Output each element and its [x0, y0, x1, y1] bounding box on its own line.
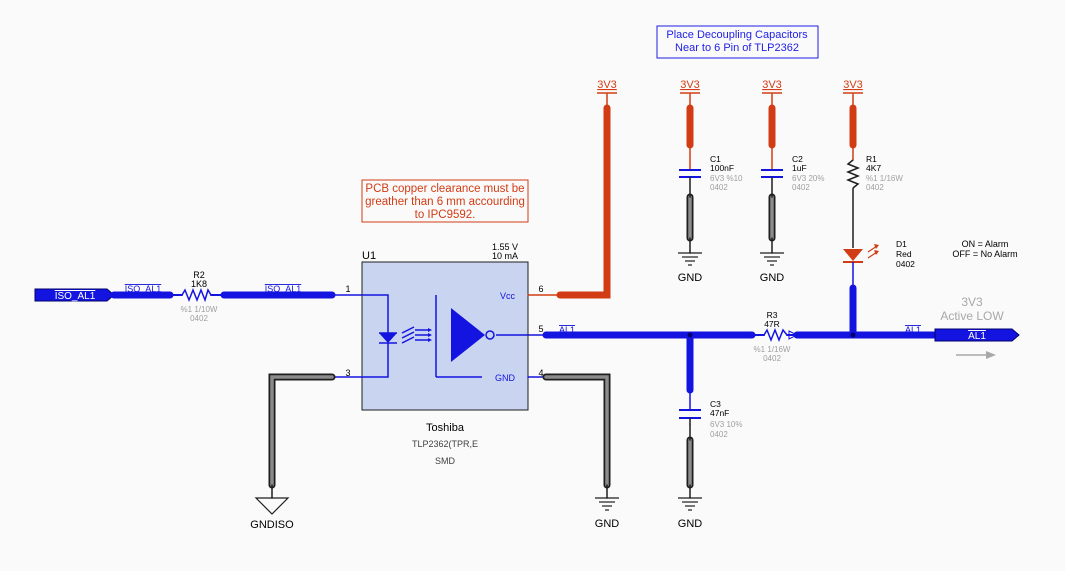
- c2-ref: C2: [792, 154, 803, 164]
- port-iso-al1[interactable]: ISO_AL1: [34, 288, 115, 302]
- active-low-voltage: 3V3: [961, 295, 983, 309]
- c2-value: 1uF: [792, 163, 807, 173]
- gnd-label-c2: GND: [760, 272, 785, 284]
- c3-value: 47nF: [710, 408, 729, 418]
- power-symbols: 3V3 3V3 3V3 3V3: [597, 79, 863, 94]
- u1-pin4-number: 4: [538, 368, 543, 378]
- alarm-legend-on: ON = Alarm: [962, 239, 1009, 249]
- clearance-note: PCB copper clearance must be greather th…: [361, 179, 529, 223]
- u1-designator: U1: [362, 250, 376, 262]
- gnd-label-u1: GND: [595, 518, 620, 530]
- net-label-iso-al1-left: ISO_AL1: [125, 284, 162, 294]
- power-3v3-r1: 3V3: [843, 79, 863, 91]
- clearance-note-line3: to IPC9592.: [415, 209, 476, 221]
- gnd-label-c1: GND: [678, 272, 703, 284]
- port-al1-label: AL1: [968, 331, 986, 342]
- junction-d1: [850, 332, 856, 338]
- power-3v3-c1: 3V3: [680, 79, 700, 91]
- r3-package: 0402: [763, 354, 781, 363]
- ground-nets: [268, 179, 776, 499]
- gnd-symbol-c1: [678, 252, 702, 266]
- u1-vcc-label: Vcc: [500, 291, 516, 301]
- power-3v3-u1: 3V3: [597, 79, 617, 91]
- u1-pin6-number: 6: [538, 284, 543, 294]
- blue-nets: [110, 284, 939, 411]
- net-label-al1-left: AL1: [559, 325, 575, 335]
- c1-rating: 6V3 %10: [710, 174, 743, 183]
- r2-ref: R2: [193, 270, 205, 280]
- power-nets: [527, 93, 857, 299]
- u1-pin3-number: 3: [345, 368, 350, 378]
- resistor-r3[interactable]: R3 47R %1 1/16W 0402: [754, 310, 791, 363]
- r1-ref: R1: [866, 154, 877, 164]
- decoupling-note-line1: Place Decoupling Capacitors: [666, 29, 808, 41]
- port-iso-al1-label: ISO_AL1: [55, 291, 96, 302]
- ic-u1[interactable]: U1 1.55 V 10 mA Toshiba TLP2362(TPR,E SM…: [345, 242, 543, 466]
- gnd-symbol-u1: [595, 497, 619, 511]
- led-d1[interactable]: D1 Red 0402: [843, 239, 915, 288]
- r3-value: 47R: [764, 319, 780, 329]
- alarm-legend-off: OFF = No Alarm: [952, 249, 1017, 259]
- u1-part-number: TLP2362(TPR,E: [412, 439, 478, 449]
- d1-package: 0402: [896, 259, 915, 269]
- gndiso-label: GNDISO: [250, 519, 294, 531]
- c1-value: 100nF: [710, 163, 734, 173]
- clearance-note-line1: PCB copper clearance must be: [365, 183, 524, 195]
- c3-rating: 6V3 10%: [710, 420, 742, 429]
- c1-ref: C1: [710, 154, 721, 164]
- u1-voltage: 1.55 V: [492, 242, 518, 252]
- r2-value: 1K8: [191, 279, 207, 289]
- d1-color: Red: [896, 249, 912, 259]
- resistor-r2[interactable]: R2 1K8 %1 1/10W 0402: [181, 270, 218, 323]
- gnd-symbol-c2: [760, 252, 784, 266]
- c3-ref: C3: [710, 399, 721, 409]
- r1-tolerance: %1 1/16W: [866, 174, 903, 183]
- r2-package: 0402: [190, 314, 208, 323]
- decoupling-note: Place Decoupling Capacitors Near to 6 Pi…: [656, 25, 819, 59]
- power-3v3-c2: 3V3: [762, 79, 782, 91]
- u1-pin5-number: 5: [538, 324, 543, 334]
- r3-arrow-icon: [788, 330, 799, 340]
- u1-gnd-label: GND: [495, 373, 516, 383]
- d1-ref: D1: [896, 239, 907, 249]
- gnd-label-c3: GND: [678, 518, 703, 530]
- r3-ref: R3: [767, 310, 778, 320]
- c1-package: 0402: [710, 183, 728, 192]
- active-low-label: Active LOW: [940, 309, 1004, 323]
- signal-direction-arrow-icon: [956, 351, 996, 359]
- gnd-symbol-c3: [678, 497, 702, 511]
- c3-package: 0402: [710, 430, 728, 439]
- capacitor-c2[interactable]: C2 1uF 6V3 20% 0402: [761, 154, 824, 192]
- net-label-al1-right: AL1: [905, 325, 921, 335]
- gndiso-symbol: GNDISO: [250, 497, 294, 531]
- capacitor-c1[interactable]: C1 100nF 6V3 %10 0402: [679, 154, 743, 192]
- r1-value: 4K7: [866, 163, 881, 173]
- capacitor-c3[interactable]: C3 47nF 6V3 10% 0402: [679, 399, 742, 439]
- c2-package: 0402: [792, 183, 810, 192]
- resistor-r1[interactable]: R1 4K7 %1 1/16W 0402: [845, 154, 903, 248]
- u1-package: SMD: [435, 456, 456, 466]
- junction-c3: [687, 332, 693, 338]
- decoupling-note-line2: Near to 6 Pin of TLP2362: [675, 42, 799, 54]
- r2-tolerance: %1 1/10W: [181, 305, 218, 314]
- u1-manufacturer: Toshiba: [426, 422, 465, 434]
- c2-rating: 6V3 20%: [792, 174, 824, 183]
- r3-tolerance: %1 1/16W: [754, 345, 791, 354]
- port-al1[interactable]: AL1: [934, 328, 1020, 342]
- u1-pin1-number: 1: [345, 284, 350, 294]
- r1-package: 0402: [866, 183, 884, 192]
- u1-current: 10 mA: [492, 251, 518, 261]
- clearance-note-line2: greather than 6 mm accourding: [365, 196, 525, 208]
- net-label-iso-al1-right: ISO_AL1: [265, 284, 302, 294]
